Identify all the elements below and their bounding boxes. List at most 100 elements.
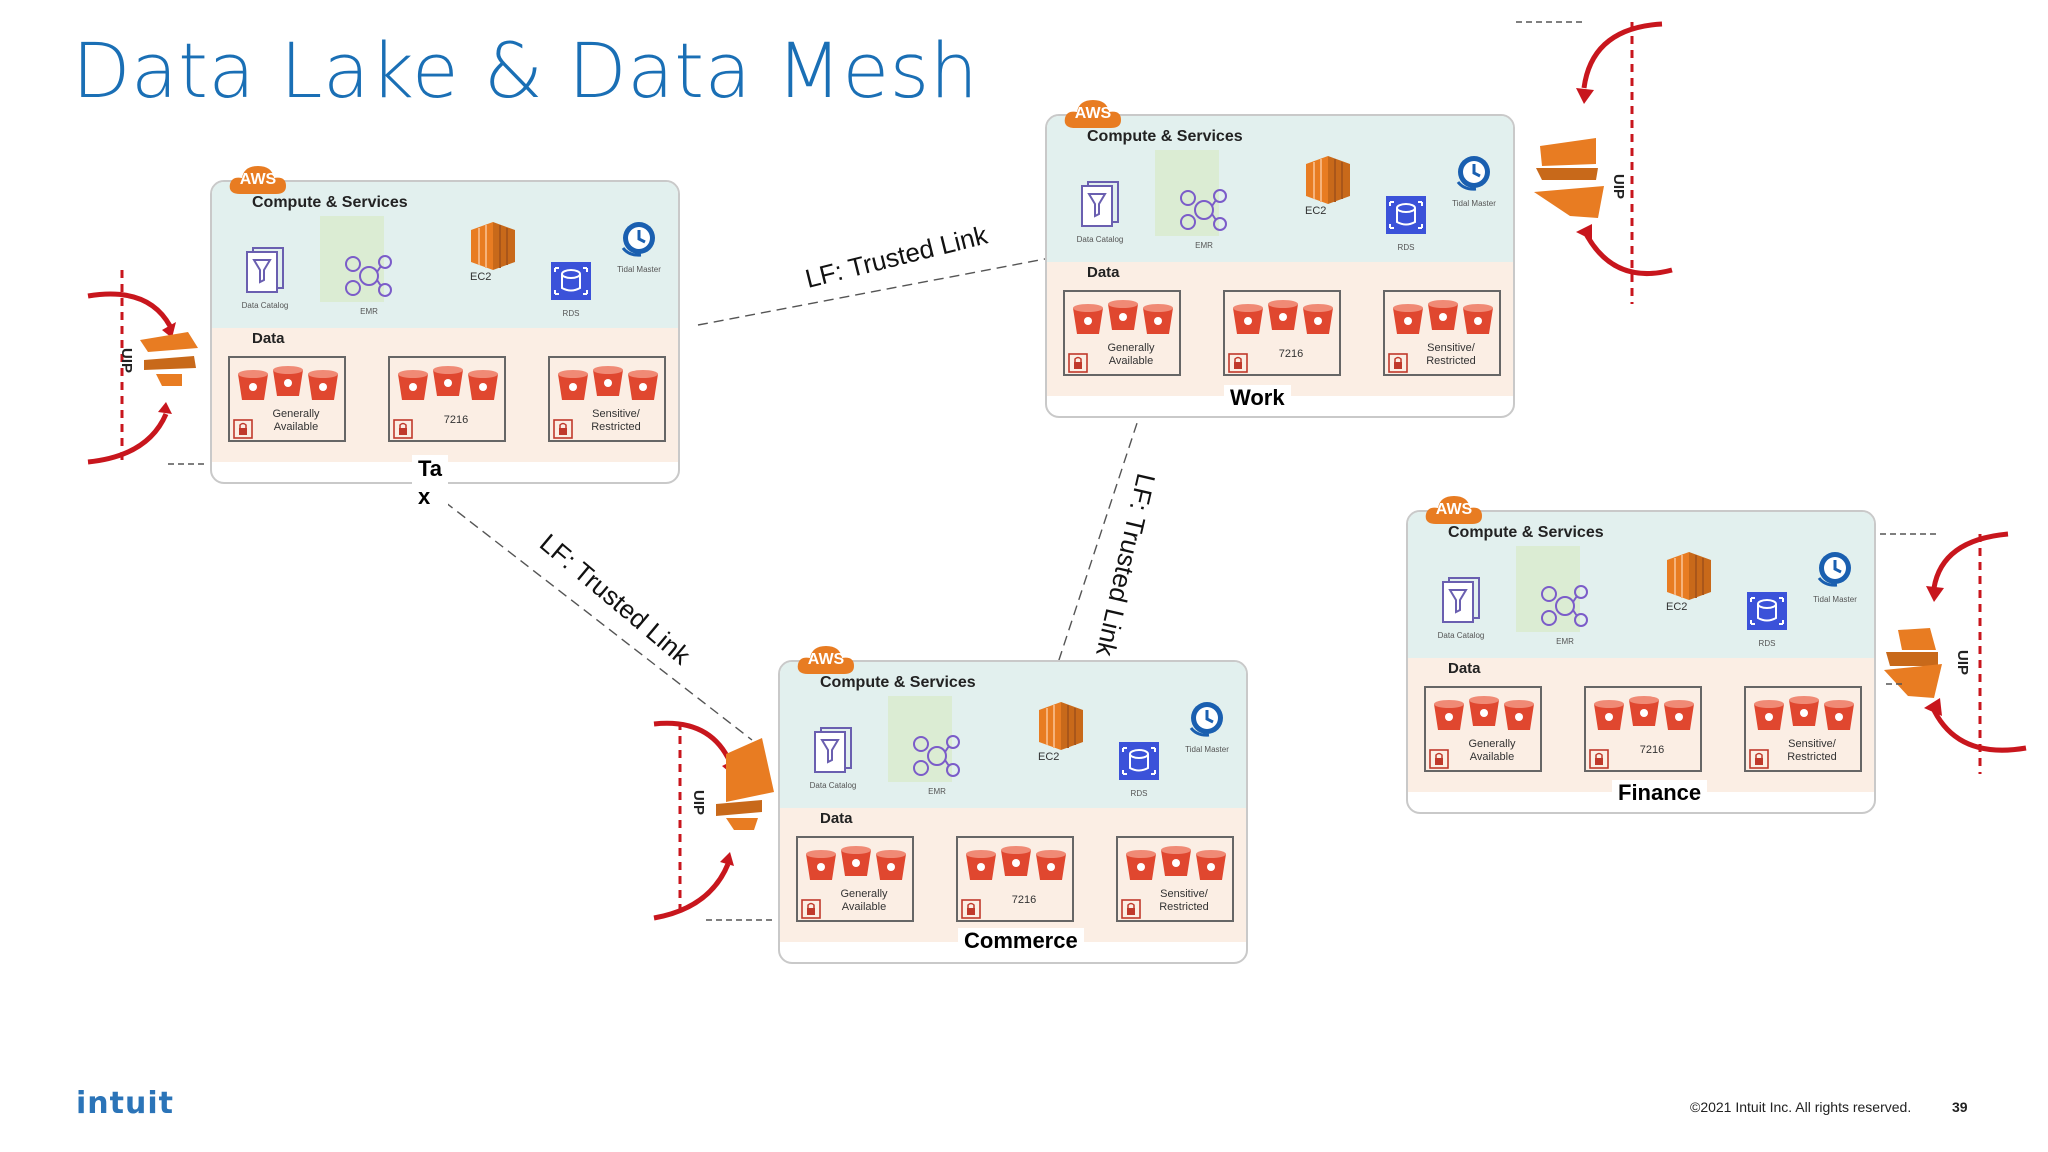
s3-buckets-icon <box>238 366 338 400</box>
ec2-service <box>1293 154 1363 211</box>
tidal-master-service: Tidal Master <box>1800 548 1870 604</box>
compute-services-title: Compute & Services <box>252 194 408 211</box>
aws-cloud-icon: AWS <box>796 642 856 676</box>
emr-icon <box>1541 585 1588 627</box>
bucket-group-7216: 7216 <box>956 836 1074 922</box>
bucket-label: 7216 <box>1639 744 1665 756</box>
link-label-work-commerce: LF: Trusted Link <box>1090 471 1161 660</box>
rds-label: RDS <box>562 309 580 318</box>
data-section-title: Data <box>252 330 285 347</box>
lock-icon <box>1068 353 1088 373</box>
placeholder-block <box>320 216 384 302</box>
lock-icon <box>1429 749 1449 769</box>
emr-label: EMR <box>1195 241 1213 250</box>
data-catalog-service: Data Catalog <box>1426 576 1496 640</box>
data-catalog-icon <box>1081 181 1119 227</box>
data-catalog-icon <box>246 247 284 293</box>
tidal-master-label: Tidal Master <box>1452 199 1496 208</box>
s3-buckets-icon <box>1434 696 1534 730</box>
bucket-label: Generally Available <box>1107 342 1155 367</box>
bucket-label: Sensitive/ Restricted <box>1787 738 1837 763</box>
data-catalog-label: Data Catalog <box>1076 235 1124 244</box>
uip-connector-finance: UIP <box>1876 530 2027 774</box>
bucket-label: 7216 <box>1011 894 1037 906</box>
bucket-group-7216: 7216 <box>1223 290 1341 376</box>
rds-label: RDS <box>1758 639 1776 648</box>
aws-account-finance: AWS Compute & Services Data Catalog EMR <box>1406 496 1876 814</box>
compute-services-title: Compute & Services <box>820 674 976 691</box>
aws-account-work: AWS Compute & Services Data Catalog EMR <box>1045 100 1515 418</box>
uip-graphic <box>87 270 206 465</box>
rds-service: RDS <box>536 260 606 318</box>
compute-section <box>780 662 1246 808</box>
bucket-label: Sensitive/ Restricted <box>1159 888 1209 913</box>
data-catalog-service: Data Catalog <box>230 246 300 310</box>
s3-buckets-icon <box>1126 846 1226 880</box>
tidal-master-icon <box>1817 552 1851 587</box>
tidal-master-label: Tidal Master <box>1185 745 1229 754</box>
account-name-commerce: Commerce <box>958 928 1084 954</box>
account-name-tax: Ta x <box>412 455 449 511</box>
ec2-service <box>1026 700 1096 757</box>
lock-icon <box>393 419 413 439</box>
tidal-master-label: Tidal Master <box>1813 595 1857 604</box>
bucket-label: 7216 <box>443 414 469 426</box>
link-label-tax-commerce: LF: Trusted Link <box>534 528 697 671</box>
s3-buckets-icon <box>1233 300 1333 334</box>
ec2-icon <box>1306 156 1350 204</box>
ec2-label: EC2 <box>470 271 492 283</box>
rds-icon <box>1747 592 1787 630</box>
rds-label: RDS <box>1397 243 1415 252</box>
uip-connector-commerce: UIP <box>650 718 790 921</box>
emr-icon <box>345 255 392 297</box>
bucket-group-generally-available: Generally Available <box>1063 290 1181 376</box>
account-name-finance: Finance <box>1612 780 1708 806</box>
rds-icon <box>1386 196 1426 234</box>
s3-buckets-icon <box>1594 696 1694 730</box>
uip-connector-tax: UIP <box>78 268 218 468</box>
link-label-tax-work: LF: Trusted Link <box>802 219 991 293</box>
compute-section <box>1408 512 1874 658</box>
copyright-notice: ©2021 Intuit Inc. All rights reserved. <box>1690 1099 1912 1115</box>
ec2-icon <box>1667 552 1711 600</box>
aws-cloud-icon: AWS <box>1063 96 1123 130</box>
data-section-title: Data <box>1448 660 1481 677</box>
placeholder-block <box>1155 150 1219 236</box>
data-section-title: Data <box>1087 264 1120 281</box>
uip-label: UIP <box>1954 649 1972 676</box>
link-line-tax-commerce <box>431 491 753 741</box>
aws-cloud-icon: AWS <box>1424 492 1484 526</box>
placeholder-block <box>888 696 952 782</box>
emr-service: EMR <box>334 252 404 316</box>
compute-services-title: Compute & Services <box>1087 128 1243 145</box>
s3-buckets-icon <box>966 846 1066 880</box>
aws-badge-label: AWS <box>1435 501 1473 518</box>
aws-cloud-icon: AWS <box>228 162 288 196</box>
data-catalog-label: Data Catalog <box>809 781 857 790</box>
bucket-label: Sensitive/ Restricted <box>1426 342 1476 367</box>
lock-icon <box>233 419 253 439</box>
ec2-label: EC2 <box>1305 205 1327 217</box>
tidal-master-icon <box>1456 156 1490 191</box>
bucket-group-generally-available: Generally Available <box>228 356 346 442</box>
bucket-group-7216: 7216 <box>388 356 506 442</box>
aws-account-commerce: AWS Compute & Services Data Catalog EMR <box>778 646 1248 964</box>
placeholder-block <box>1516 546 1580 632</box>
lock-icon <box>1589 749 1609 769</box>
data-catalog-service: Data Catalog <box>1065 180 1135 244</box>
s3-buckets-icon <box>558 366 658 400</box>
bucket-label: Sensitive/ Restricted <box>591 408 641 433</box>
emr-icon <box>913 735 960 777</box>
lock-icon <box>1228 353 1248 373</box>
data-catalog-icon <box>814 727 852 773</box>
uip-label: UIP <box>118 347 136 374</box>
lock-icon <box>1121 899 1141 919</box>
uip-graphic <box>1516 21 1673 304</box>
page-number: 39 <box>1952 1099 1968 1115</box>
bucket-group-sensitive-restricted: Sensitive/ Restricted <box>548 356 666 442</box>
account-name-work: Work <box>1224 385 1291 411</box>
emr-service: EMR <box>902 732 972 796</box>
ec2-icon <box>471 222 515 270</box>
link-line-work-commerce <box>1054 407 1143 673</box>
